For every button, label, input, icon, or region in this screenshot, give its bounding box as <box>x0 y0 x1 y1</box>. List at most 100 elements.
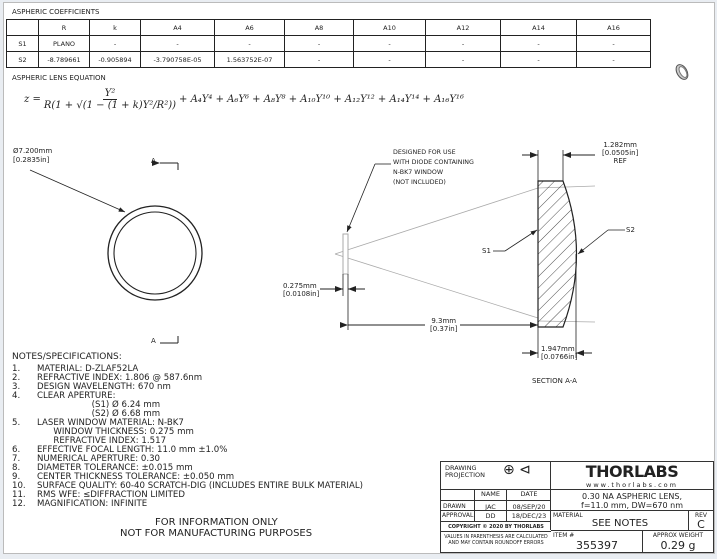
note-item: 7. NUMERICAL APERTURE: 0.30 <box>12 455 363 464</box>
dim-in: [0.0766in] <box>541 353 578 361</box>
note-number: 2. <box>12 373 21 383</box>
equation-denominator: R(1 + √(1 − (1 + k)Y²/R²)) <box>43 100 177 111</box>
dim-mm: 0.275mm <box>283 282 317 290</box>
note-item: 4. CLEAR APERTURE: <box>12 392 363 401</box>
note-item: 6. EFFECTIVE FOCAL LENGTH: 11.0 mm ±1.0% <box>12 446 363 455</box>
dim-in: [0.0108in] <box>283 290 320 298</box>
item-cell: ITEM #355397 <box>551 531 643 552</box>
center-thickness-dim: 1.947mm[0.0766in] <box>541 345 577 361</box>
coefficients-title: ASPHERIC COEFFICIENTS <box>12 8 100 16</box>
note-number: 4. <box>12 391 21 401</box>
edge-thickness-dim: 1.282mm[0.0505in]REF <box>602 141 638 165</box>
note-number: 5. <box>12 418 21 428</box>
note-item: 8.DIAMETER TOLERANCE: ±0.015 mm <box>12 464 363 473</box>
note-text: (S1) Ø 6.24 mm <box>37 400 161 410</box>
notes-title: NOTES/SPECIFICATIONS: <box>12 352 122 362</box>
disclaimer-line1: FOR INFORMATION ONLY <box>155 517 278 528</box>
drawn-name: JAC <box>474 501 506 511</box>
dim-mm: 9.3mm <box>431 317 457 325</box>
drawn-date: 08/SEP/20 <box>506 501 551 511</box>
note-line: (NOT INCLUDED) <box>393 179 446 186</box>
drawing-sheet <box>3 2 715 554</box>
note-text: MAGNIFICATION: INFINITE <box>37 499 148 509</box>
table-header-row: R k A4 A6 A8 A10 A12 A14 A16 <box>6 19 651 36</box>
description-line1: 0.30 NA ASPHERIC LENS, <box>582 492 682 501</box>
dim-mm: 1.282mm <box>603 141 638 149</box>
s2-label: S2 <box>626 226 635 234</box>
note-number: 6. <box>12 445 21 455</box>
material-value: SEE NOTES <box>591 518 649 529</box>
item-label: ITEM # <box>553 532 575 539</box>
approval-date: 18/DEC/23 <box>506 511 551 521</box>
drawn-label: DRAWN <box>443 503 466 510</box>
rev-label: REV <box>694 512 708 519</box>
note-number <box>12 428 37 437</box>
material-label: MATERIAL <box>553 512 583 519</box>
copyright: COPYRIGHT © 2020 BY THORLABS <box>441 521 551 532</box>
note-number: 3. <box>12 382 21 392</box>
note-text: (S2) Ø 6.68 mm <box>37 409 161 419</box>
disclaimer-line2: NOT FOR MANUFACTURING PURPOSES <box>120 528 313 539</box>
approval-name: DD <box>474 511 506 521</box>
note-number <box>12 401 37 410</box>
note-number: 12. <box>12 499 26 509</box>
weight-value: 0.29 g <box>660 539 696 552</box>
note-text: WINDOW THICKNESS: 0.275 mm <box>37 427 194 437</box>
cell: -3.790758E-05 <box>140 51 215 68</box>
material-cell: MATERIAL SEE NOTES <box>551 511 689 531</box>
projection-label: DRAWING PROJECTION <box>445 464 485 479</box>
approval-label: APPROVAL <box>442 512 474 519</box>
dim-in: [0.0505in] <box>602 149 639 157</box>
equation-lhs: z = <box>24 94 41 105</box>
website: www.thorlabs.com <box>586 481 678 489</box>
note-text: NUMERICAL APERTURE: 0.30 <box>37 454 161 464</box>
equation-numerator: Y² <box>102 88 118 100</box>
note-item: 9.CENTER THICKNESS TOLERANCE: ±0.050 mm <box>12 473 363 482</box>
equation-rhs: + A₄Y⁴ + A₆Y⁶ + A₈Y⁸ + A₁₀Y¹⁰ + A₁₂Y¹² +… <box>179 94 464 105</box>
note-number: 11. <box>12 490 26 500</box>
note-item: 11. RMS WFE: ≤DIFFRACTION LIMITED <box>12 491 363 500</box>
note-number: 9. <box>12 472 21 482</box>
dim-ref: REF <box>613 157 627 165</box>
approval-grid: NAME DATE DRAWN JAC 08/SEP/20 APPROVAL D… <box>441 490 551 532</box>
dim-in: [0.37in] <box>430 325 458 333</box>
lens-front-view <box>29 160 203 344</box>
projection-symbol-icon: ⊕ ⊲ <box>503 462 531 478</box>
section-marker-bottom: A <box>151 337 156 345</box>
note-line: DESIGNED FOR USE <box>393 149 456 156</box>
note-text: MATERIAL: D-ZLAF52LA <box>37 364 139 374</box>
item-number: 355397 <box>576 539 618 552</box>
diameter-mm: Ø7.200mm <box>13 147 53 155</box>
note-text: LASER WINDOW MATERIAL: N-BK7 <box>37 418 184 428</box>
rev-value: C <box>697 518 705 531</box>
note-number: 1. <box>12 364 21 374</box>
lens-thumbnail-icon <box>675 64 689 80</box>
logo-cell: THORLABS www.thorlabs.com <box>551 462 713 490</box>
note-item: 2.REFRACTIVE INDEX: 1.806 @ 587.6nm <box>12 374 363 383</box>
note-text: EFFECTIVE FOCAL LENGTH: 11.0 mm ±1.0% <box>37 445 228 455</box>
title-block: DRAWING PROJECTION ⊕ ⊲ NAME DATE DRAWN J… <box>440 461 714 553</box>
note-text: CLEAR APERTURE: <box>37 391 116 401</box>
thorlabs-logo: THORLABS <box>585 462 679 481</box>
note-item: REFRACTIVE INDEX: 1.517 <box>12 437 363 446</box>
section-marker-top: A <box>151 157 156 165</box>
description-line2: f=11.0 mm, DW=670 nm <box>581 501 683 510</box>
weight-label: APPROX WEIGHT <box>652 532 704 539</box>
working-distance-dim: 9.3mm[0.37in] <box>430 317 457 333</box>
note-item: 3.DESIGN WAVELENGTH: 670 nm <box>12 383 363 392</box>
note-text: RMS WFE: ≤DIFFRACTION LIMITED <box>37 490 185 500</box>
note-number: 7. <box>12 454 21 464</box>
diameter-in: [0.2835in] <box>13 156 50 164</box>
note-text: SURFACE QUALITY: 60-40 SCRATCH-DIG (INCL… <box>37 481 363 491</box>
note-item: 12. MAGNIFICATION: INFINITE <box>12 500 363 509</box>
note-item: WINDOW THICKNESS: 0.275 mm <box>12 428 363 437</box>
